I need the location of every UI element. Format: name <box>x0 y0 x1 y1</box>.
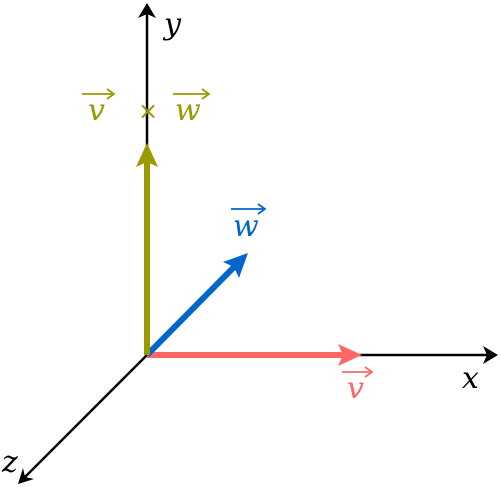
vector-w-shaft <box>144 261 240 358</box>
y-axis-arrowhead <box>138 3 156 18</box>
z-axis-arrowhead <box>18 468 34 484</box>
vector-cross-label: v × w <box>82 88 211 128</box>
vector-v <box>147 344 362 366</box>
vector-v-label-overarrow-head <box>364 366 374 378</box>
vector-v-arrowhead <box>338 344 362 366</box>
vector-w-label-text: w <box>233 209 259 244</box>
vector-v-label: v <box>342 366 374 406</box>
vector-cross-label-operator: × <box>138 97 158 125</box>
vector-cross-label-left: v <box>88 93 105 128</box>
vector-v-label-text: v <box>347 371 364 406</box>
x-axis-arrowhead <box>483 346 498 364</box>
vector-cross-label-right: w <box>175 93 201 128</box>
vector-cross-label-left-overarrow-head <box>106 88 116 100</box>
vector-cross <box>136 143 158 355</box>
vector-cross-label-right-overarrow-head <box>201 88 211 100</box>
vector-w-label-overarrow-head <box>257 203 267 215</box>
z-axis <box>19 354 148 483</box>
vector-w-arrowhead <box>223 253 248 278</box>
x-axis-label: x <box>462 361 479 396</box>
y-axis-label: y <box>162 7 182 42</box>
z-axis-label: z <box>1 445 18 480</box>
vector-w-label: w <box>231 203 267 244</box>
vector-cross-arrowhead <box>136 143 158 167</box>
vector-w <box>144 253 248 358</box>
